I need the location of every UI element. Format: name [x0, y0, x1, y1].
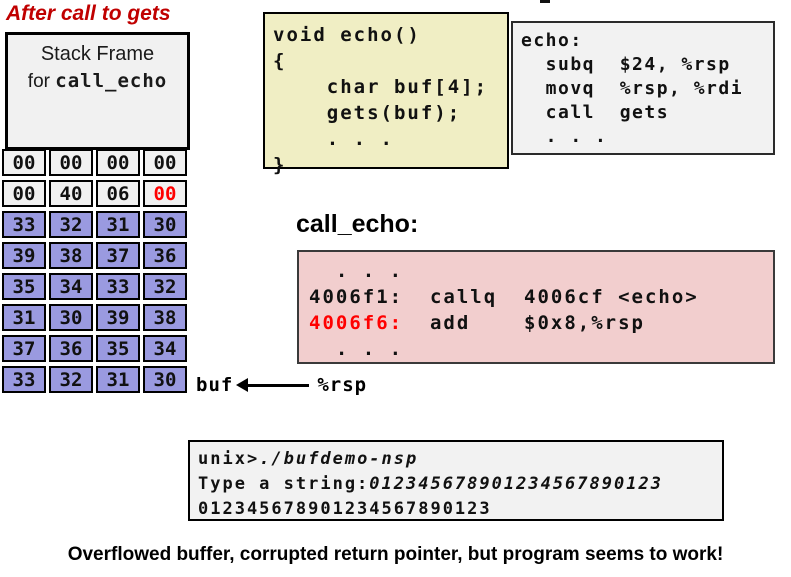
stack-frame-label-box: Stack Frame for call_echo — [5, 32, 190, 150]
asm-dots: . . . — [309, 260, 404, 282]
stack-frame-function: for call_echo — [8, 70, 187, 93]
terminal-line-command: unix>./bufdemo-nsp — [198, 447, 722, 472]
stack-byte-cell: 00 — [2, 149, 46, 176]
call-echo-assembly-box: . . . 4006f1: callq 4006cf <echo> 4006f6… — [297, 250, 775, 364]
buf-label: buf — [196, 374, 234, 396]
stack-byte-cell: 35 — [96, 335, 140, 362]
stack-byte-cell: 34 — [49, 273, 93, 300]
rsp-label: %rsp — [317, 374, 368, 396]
asm-address: 4006f1: — [309, 286, 404, 308]
asm-line: . . . — [521, 126, 608, 147]
c-code-line: void echo() — [273, 24, 421, 46]
stack-byte-cell: 31 — [2, 304, 46, 331]
stack-byte-cell: 32 — [49, 366, 93, 393]
asm-line: subq $24, %rsp — [521, 54, 731, 75]
annotation-after-call-to-gets: After call to gets — [6, 2, 171, 25]
asm-line: echo: — [521, 30, 583, 51]
terminal-prompt: unix> — [198, 449, 260, 469]
terminal-line-echoed-output: 012345678901234567890123 — [198, 499, 492, 519]
stack-byte-cell: 34 — [143, 335, 187, 362]
stack-byte-cell: 00 — [96, 149, 140, 176]
stack-byte-cell: 36 — [143, 242, 187, 269]
asm-line: movq %rsp, %rdi — [521, 78, 744, 99]
stack-byte-cell: 37 — [96, 242, 140, 269]
c-code-line: . . . — [273, 128, 394, 150]
stack-byte-cell: 30 — [143, 211, 187, 238]
c-code-line: char buf[4]; — [273, 76, 489, 98]
stack-byte-cell: 00 — [143, 149, 187, 176]
stack-byte-cell: 33 — [2, 366, 46, 393]
echo-c-source-box: void echo() { char buf[4]; gets(buf); . … — [263, 12, 509, 176]
stack-byte-cell: 06 — [96, 180, 140, 207]
stack-frame-function-name: call_echo — [55, 70, 168, 92]
stack-byte-cell: 00 — [49, 149, 93, 176]
terminal-line-input: Type a string:012345678901234567890123 — [198, 472, 722, 497]
stack-byte-cell: 35 — [2, 273, 46, 300]
stack-byte-cell: 37 — [2, 335, 46, 362]
terminal-command: ./bufdemo-nsp — [259, 449, 419, 469]
asm-dots: . . . — [309, 338, 404, 360]
left-arrow-icon — [236, 377, 310, 392]
stack-byte-cell-corrupted: 00 — [143, 180, 187, 207]
stack-byte-cell: 38 — [49, 242, 93, 269]
asm-line-callq: 4006f1: callq 4006cf <echo> — [309, 284, 773, 310]
asm-line: call gets — [521, 102, 670, 123]
asm-line-return-addr: 4006f6: add $0x8,%rsp — [309, 310, 773, 336]
stack-frame-for-text: for — [27, 71, 56, 92]
stack-byte-cell: 33 — [2, 211, 46, 238]
stack-frame-label: Stack Frame — [40, 43, 155, 65]
stack-byte-cell: 39 — [96, 304, 140, 331]
stack-byte-cell: 32 — [143, 273, 187, 300]
stack-byte-cell: 38 — [143, 304, 187, 331]
c-code-line: gets(buf); — [273, 102, 462, 124]
stack-byte-cell: 32 — [49, 211, 93, 238]
asm-instruction: callq 4006cf <echo> — [403, 286, 699, 308]
stack-byte-cell: 40 — [49, 180, 93, 207]
stack-byte-cell: 30 — [49, 304, 93, 331]
stack-byte-cell: 39 — [2, 242, 46, 269]
stack-byte-cell: 33 — [96, 273, 140, 300]
stack-byte-cell: 30 — [143, 366, 187, 393]
stack-byte-grid: 00 00 00 00 00 40 06 00 33 32 31 30 39 3… — [2, 149, 187, 393]
terminal-output-box: unix>./bufdemo-nsp Type a string:0123456… — [188, 440, 724, 521]
stack-byte-cell: 00 — [2, 180, 46, 207]
stack-byte-cell: 31 — [96, 211, 140, 238]
terminal-input-prompt: Type a string: — [198, 474, 370, 494]
asm-instruction: add $0x8,%rsp — [403, 312, 645, 334]
cutoff-title-remnant — [540, 0, 550, 3]
c-code-line: } — [273, 154, 287, 176]
call-echo-heading: call_echo: — [296, 210, 419, 238]
stack-byte-cell: 31 — [96, 366, 140, 393]
echo-assembly-box: echo: subq $24, %rsp movq %rsp, %rdi cal… — [511, 21, 775, 155]
slide-caption: Overflowed buffer, corrupted return poin… — [67, 544, 724, 565]
stack-byte-cell: 36 — [49, 335, 93, 362]
buf-rsp-pointer: buf %rsp — [196, 374, 367, 396]
asm-address-highlighted: 4006f6: — [309, 312, 404, 334]
terminal-typed-input: 012345678901234567890123 — [369, 474, 663, 494]
c-code-line: { — [273, 50, 287, 72]
